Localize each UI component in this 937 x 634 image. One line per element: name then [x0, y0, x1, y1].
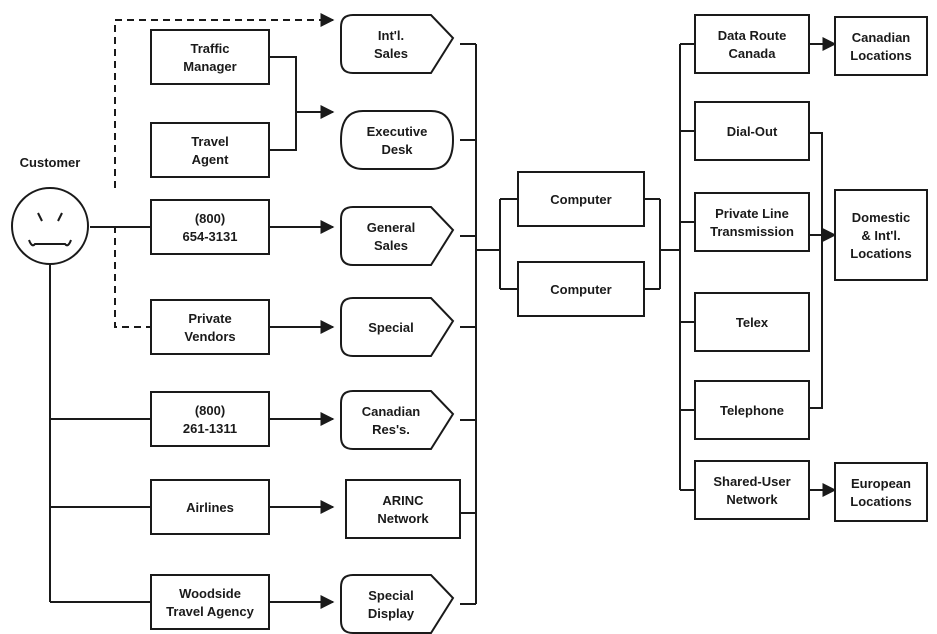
- node-label: Network: [377, 511, 429, 526]
- node-label: Telex: [736, 315, 769, 330]
- node-label: Agent: [192, 152, 230, 167]
- node-label: Vendors: [184, 329, 235, 344]
- node-label: ARINC: [382, 493, 424, 508]
- node-label: Travel: [191, 134, 229, 149]
- node-label: Network: [726, 492, 778, 507]
- intl-sales-node: Int'l. Sales: [340, 14, 455, 74]
- node-label: Canada: [729, 46, 777, 61]
- node-label: Travel Agency: [166, 604, 254, 619]
- node-label: Desk: [381, 142, 413, 157]
- node-label: Display: [368, 606, 415, 621]
- node-label: Telephone: [720, 403, 784, 418]
- phone-800-261-box: (800) 261-1311: [150, 391, 270, 447]
- node-label: Res's.: [372, 422, 410, 437]
- node-label: Locations: [850, 246, 911, 261]
- node-label: Transmission: [710, 224, 794, 239]
- node-label: Special: [368, 588, 414, 603]
- node-label: Locations: [850, 494, 911, 509]
- node-label: General: [367, 220, 415, 235]
- airlines-box: Airlines: [150, 479, 270, 535]
- domestic-intl-locations-box: Domestic & Int'l. Locations: [834, 189, 928, 281]
- node-label: Computer: [550, 282, 611, 297]
- node-label: Private: [188, 311, 231, 326]
- arinc-network-box: ARINC Network: [345, 479, 461, 539]
- customer-label: Customer: [20, 155, 81, 170]
- node-label: Canadian: [362, 404, 421, 419]
- node-label: Woodside: [179, 586, 241, 601]
- node-label: Locations: [850, 48, 911, 63]
- node-label: Executive: [367, 124, 428, 139]
- computer-2-box: Computer: [517, 261, 645, 317]
- node-label: Private Line: [715, 206, 789, 221]
- node-label: & Int'l.: [861, 228, 900, 243]
- node-label: Canadian: [852, 30, 911, 45]
- dial-out-box: Dial-Out: [694, 101, 810, 161]
- node-label: European: [851, 476, 911, 491]
- node-label: Shared-User: [713, 474, 790, 489]
- node-label: Manager: [183, 59, 236, 74]
- node-label: Special: [368, 320, 414, 335]
- customer-face-icon: [11, 187, 89, 265]
- telex-box: Telex: [694, 292, 810, 352]
- node-label: (800): [195, 211, 225, 226]
- special-node: Special: [340, 297, 455, 357]
- node-label: (800): [195, 403, 225, 418]
- phone-800-654-box: (800) 654-3131: [150, 199, 270, 255]
- node-label: Dial-Out: [727, 124, 778, 139]
- node-label: Sales: [374, 238, 408, 253]
- node-label: Data Route: [718, 28, 787, 43]
- node-label: Airlines: [186, 500, 234, 515]
- node-label: Int'l.: [378, 28, 404, 43]
- node-label: Domestic: [852, 210, 911, 225]
- node-label: Traffic: [190, 41, 229, 56]
- node-label: 261-1311: [183, 421, 237, 436]
- computer-1-box: Computer: [517, 171, 645, 227]
- connectors: [49, 13, 837, 609]
- node-label: Sales: [374, 46, 408, 61]
- node-label: 654-3131: [183, 229, 238, 244]
- node-label: Computer: [550, 192, 611, 207]
- telephone-box: Telephone: [694, 380, 810, 440]
